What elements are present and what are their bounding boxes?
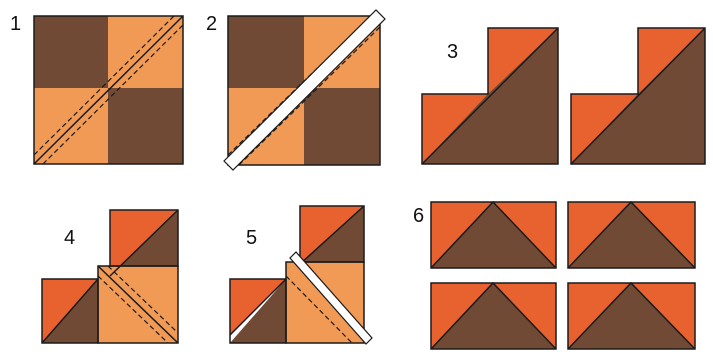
step-3-unit-right — [571, 28, 705, 164]
step-5-unit — [230, 206, 372, 344]
step-5-orange-square — [286, 262, 364, 343]
step-2-brown-square-bottom-right — [304, 88, 380, 165]
step-4-unit — [42, 210, 178, 343]
step-1-four-patch — [34, 16, 183, 164]
step-6-flying-goose-bottom-right — [568, 283, 695, 349]
step-6-flying-goose-top-right — [568, 202, 695, 268]
step-2-cut-four-patch — [224, 10, 385, 170]
step-2-brown-square-top-left — [228, 16, 304, 88]
step-1-brown-square-top-left — [34, 16, 108, 88]
step-3-unit-left — [422, 28, 558, 164]
step-6-flying-goose-bottom-left — [431, 283, 556, 349]
step-1-brown-square-bottom-right — [108, 88, 183, 164]
step-6-flying-goose-top-left — [431, 202, 556, 268]
